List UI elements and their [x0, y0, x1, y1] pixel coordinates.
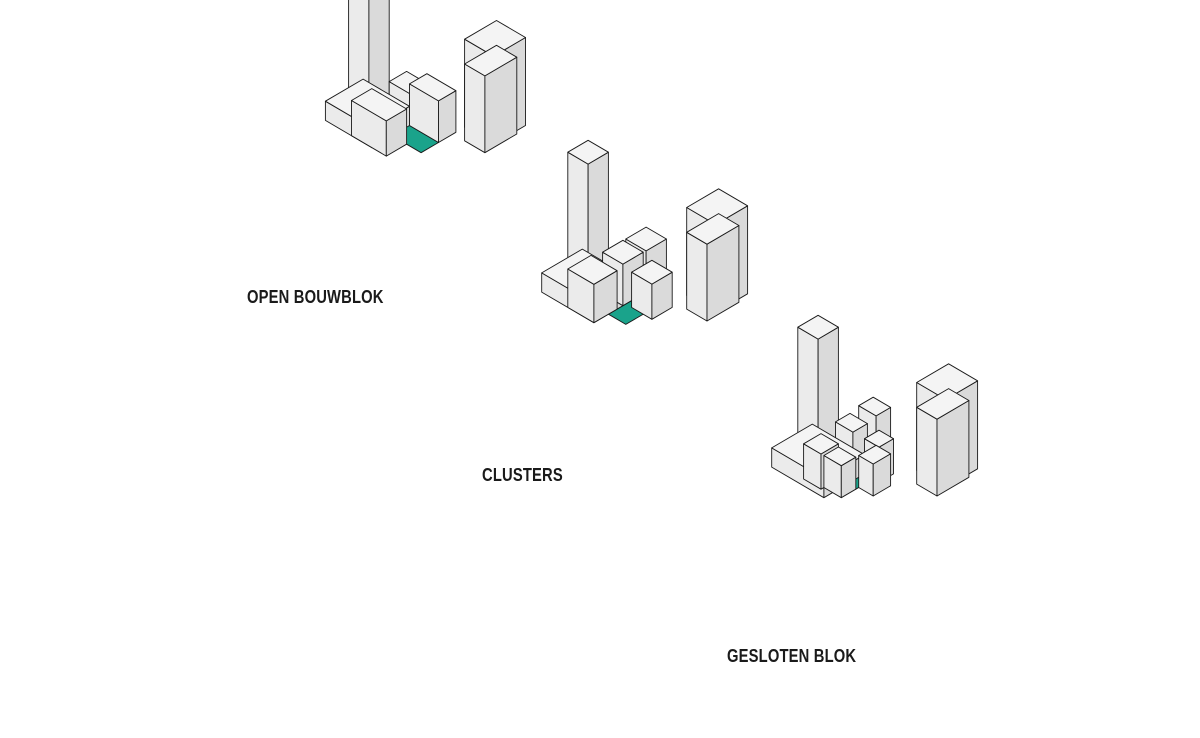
label-gesloten-blok: GESLOTEN BLOK — [727, 646, 857, 666]
block-top-face — [351, 88, 408, 122]
block-left-face — [686, 231, 708, 322]
building-block — [631, 259, 673, 320]
block-top-face — [686, 213, 740, 245]
block-top-face — [567, 139, 609, 165]
block-top-face — [858, 444, 892, 465]
open-bouwblok-massing — [324, 0, 526, 157]
block-top-face — [823, 446, 857, 467]
building-block — [351, 88, 408, 157]
block-top-face — [631, 259, 673, 285]
block-left-face — [916, 406, 938, 497]
block-top-face — [803, 433, 839, 455]
building-block — [823, 446, 857, 499]
building-block — [409, 73, 457, 143]
block-left-face — [464, 63, 486, 154]
label-open-bouwblok: OPEN BOUWBLOK — [247, 287, 384, 307]
block-top-face — [797, 314, 839, 340]
gesloten-blok-massing — [771, 314, 979, 499]
building-block — [686, 213, 740, 322]
building-block — [916, 388, 970, 497]
label-clusters: CLUSTERS — [482, 465, 563, 485]
block-top-face — [625, 226, 667, 252]
block-top-face — [835, 412, 868, 433]
building-block — [464, 44, 518, 154]
building-block — [858, 444, 892, 497]
clusters-massing — [541, 139, 749, 325]
block-top-face — [602, 239, 644, 265]
block-top-face — [916, 388, 970, 420]
block-top-face — [567, 254, 618, 285]
building-block — [567, 254, 618, 324]
block-top-face — [409, 73, 457, 102]
block-top-face — [858, 396, 892, 417]
block-top-face — [464, 44, 518, 77]
